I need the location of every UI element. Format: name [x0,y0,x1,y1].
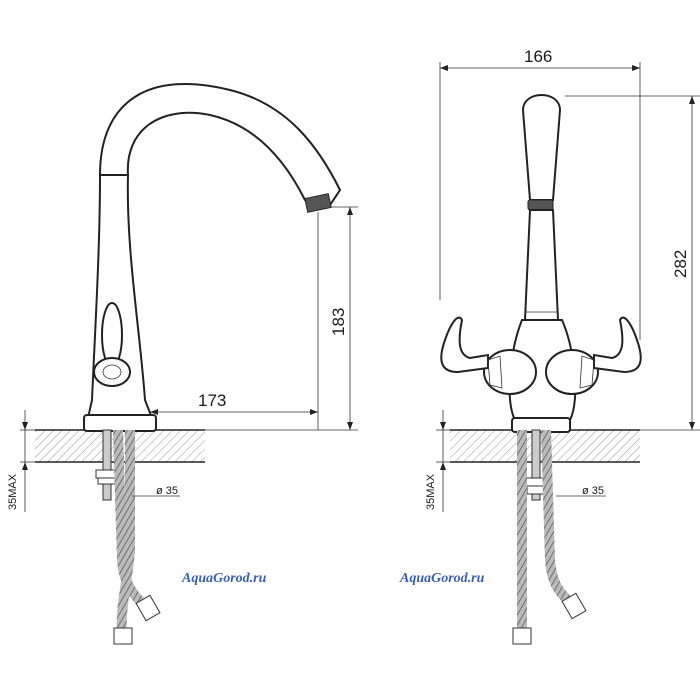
left-handle-joint [93,357,131,387]
left-dim-counter-max: 35MAX [7,473,19,510]
right-column [523,209,560,321]
left-dim-hole: ø 35 [156,485,178,497]
right-right-handle-ball [545,349,599,395]
right-dim-width: 166 [524,47,552,66]
right-left-handle-ball [483,349,537,395]
right-watermark: AquaGorod.ru [399,571,485,586]
right-hose-fitting-2 [512,627,532,645]
right-dim-hole: ø 35 [582,485,604,497]
left-side-view: 173 183 35MAX ø 35 AquaGorod.ru [7,82,358,645]
right-left-handle-lever [440,316,489,374]
left-hose-fitting-1 [135,594,161,622]
right-base [511,417,571,433]
left-dim-reach: 173 [198,391,226,410]
left-spout [98,82,342,207]
right-stud [531,429,541,501]
left-base [83,414,157,432]
left-stud [102,429,112,501]
left-watermark: AquaGorod.ru [181,571,267,586]
right-dim-counter-max: 35MAX [425,473,437,510]
right-spout [521,94,562,201]
right-aerator [527,199,554,211]
left-dim-height: 183 [329,308,348,336]
right-front-view: 166 282 35MAX ø 35 AquaGorod.ru [399,47,700,645]
right-right-handle-lever [593,316,642,374]
left-aerator [304,193,332,213]
left-hose-fitting-2 [113,627,133,645]
left-hose-2 [116,430,135,636]
right-dim-height: 282 [671,250,690,278]
right-hose-fitting-1 [561,592,587,620]
